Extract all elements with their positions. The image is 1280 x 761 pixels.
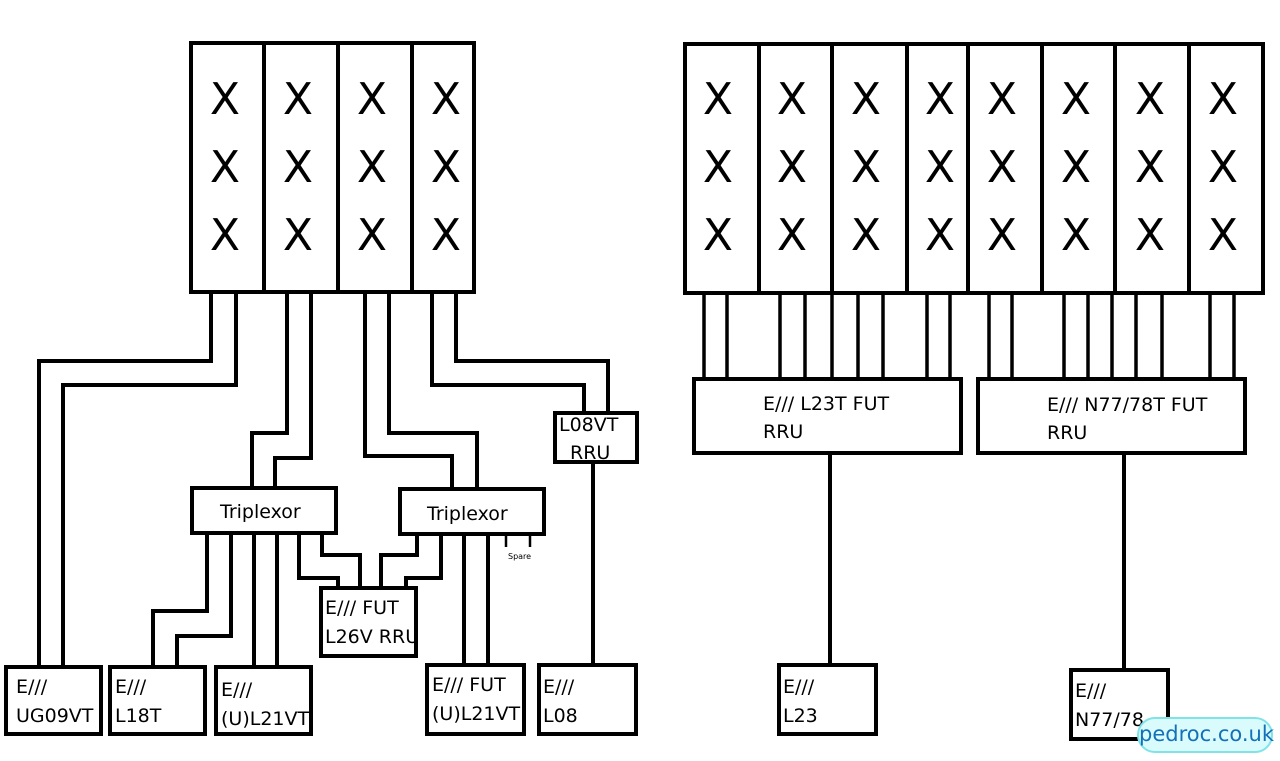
x-mark: X	[925, 210, 955, 261]
l18t-label-line1: E///	[115, 676, 147, 698]
x-mark: X	[431, 142, 461, 193]
x-mark: X	[283, 142, 313, 193]
x-mark: X	[1135, 210, 1165, 261]
fut-l26v-rru-label-line1: E/// FUT	[325, 597, 399, 619]
x-mark: X	[357, 74, 387, 125]
x-mark: X	[283, 210, 313, 261]
spare-ports	[504, 535, 532, 547]
x-mark: X	[210, 74, 240, 125]
x-mark: X	[1061, 74, 1091, 125]
l08vt-rru-label-line1: L08VT	[559, 414, 619, 436]
l08-box	[537, 663, 638, 736]
x-mark: X	[1135, 142, 1165, 193]
triplexor-1-label: Triplexor	[219, 501, 301, 523]
x-mark: X	[1135, 74, 1165, 125]
l08vt-rru-label-line2: RRU	[570, 442, 610, 464]
n77-rru-label-line1: E/// N77/78T FUT	[1047, 394, 1208, 416]
fut-ul21vt-box	[425, 663, 526, 736]
n77-box	[1069, 668, 1170, 741]
x-mark: X	[987, 74, 1017, 125]
x-mark: X	[357, 142, 387, 193]
left-panel-x-marks: X X X X X X X X X X X X	[210, 74, 461, 261]
x-mark: X	[210, 210, 240, 261]
l08vt-rru-box	[553, 411, 639, 464]
x-mark: X	[431, 74, 461, 125]
ul21vt-box	[214, 665, 313, 736]
x-mark: X	[851, 74, 881, 125]
x-mark: X	[925, 74, 955, 125]
ul21vt-label-line2: (U)L21VT	[221, 708, 309, 730]
n77-label-line2: N77/78	[1075, 709, 1144, 731]
fut-l26v-rru-box	[319, 586, 418, 658]
site-watermark: pedroc.co.uk	[1137, 717, 1274, 753]
x-mark: X	[777, 142, 807, 193]
l23t-rru-label-line2: RRU	[763, 421, 803, 443]
x-mark: X	[1208, 74, 1238, 125]
fut-ul21vt-label-line1: E/// FUT	[432, 674, 506, 696]
triplexor-2-label: Triplexor	[426, 503, 508, 525]
right-labels: E/// L23T FUT RRU E/// N77/78T FUT RRU E…	[763, 393, 1208, 731]
l23t-rru-label-line1: E/// L23T FUT	[763, 393, 889, 415]
left-feeder-cables	[37, 292, 610, 667]
triplexor-1-box	[190, 486, 338, 535]
n77-label-line1: E///	[1075, 680, 1107, 702]
x-mark: X	[925, 142, 955, 193]
ug09vt-box	[4, 665, 103, 736]
x-mark: X	[851, 210, 881, 261]
l23-box	[777, 663, 878, 736]
n77-rru-label-line2: RRU	[1047, 422, 1087, 444]
l18t-box	[108, 665, 207, 736]
x-mark: X	[851, 142, 881, 193]
fut-ul21vt-label-line2: (U)L21VT	[432, 703, 520, 725]
l23-label-line2: L23	[783, 705, 818, 727]
spare-label: Spare	[508, 552, 531, 561]
x-mark: X	[703, 142, 733, 193]
n77-rru-box	[976, 377, 1247, 455]
x-mark: X	[431, 210, 461, 261]
right-feeder-cables	[702, 293, 1236, 670]
l18t-label-line2: L18T	[115, 705, 162, 727]
ug09vt-label-line2: UG09VT	[16, 705, 94, 727]
x-mark: X	[210, 142, 240, 193]
l08-label-line2: L08	[543, 705, 578, 727]
right-panel-x-marks: X X X X X X X X X X X X X X X X X X X X …	[703, 74, 1238, 261]
x-mark: X	[987, 142, 1017, 193]
left-antenna-panel	[189, 41, 476, 294]
triplexor-2-box	[398, 487, 546, 536]
x-mark: X	[1061, 210, 1091, 261]
l23t-rru-box	[692, 377, 963, 455]
x-mark: X	[1061, 142, 1091, 193]
x-mark: X	[703, 210, 733, 261]
x-mark: X	[777, 210, 807, 261]
x-mark: X	[703, 74, 733, 125]
ug09vt-label-line1: E///	[16, 676, 48, 698]
l23-label-line1: E///	[783, 676, 815, 698]
fut-l26v-rru-label-line2: L26V RRU	[325, 626, 419, 648]
ul21vt-label-line1: E///	[221, 679, 253, 701]
right-antenna-panel	[683, 42, 1265, 295]
x-mark: X	[283, 74, 313, 125]
left-labels: L08VT RRU Triplexor Triplexor Spare E///…	[16, 414, 619, 730]
l08-label-line1: E///	[543, 676, 575, 698]
x-mark: X	[357, 210, 387, 261]
x-mark: X	[777, 74, 807, 125]
x-mark: X	[1208, 210, 1238, 261]
x-mark: X	[1208, 142, 1238, 193]
x-mark: X	[987, 210, 1017, 261]
